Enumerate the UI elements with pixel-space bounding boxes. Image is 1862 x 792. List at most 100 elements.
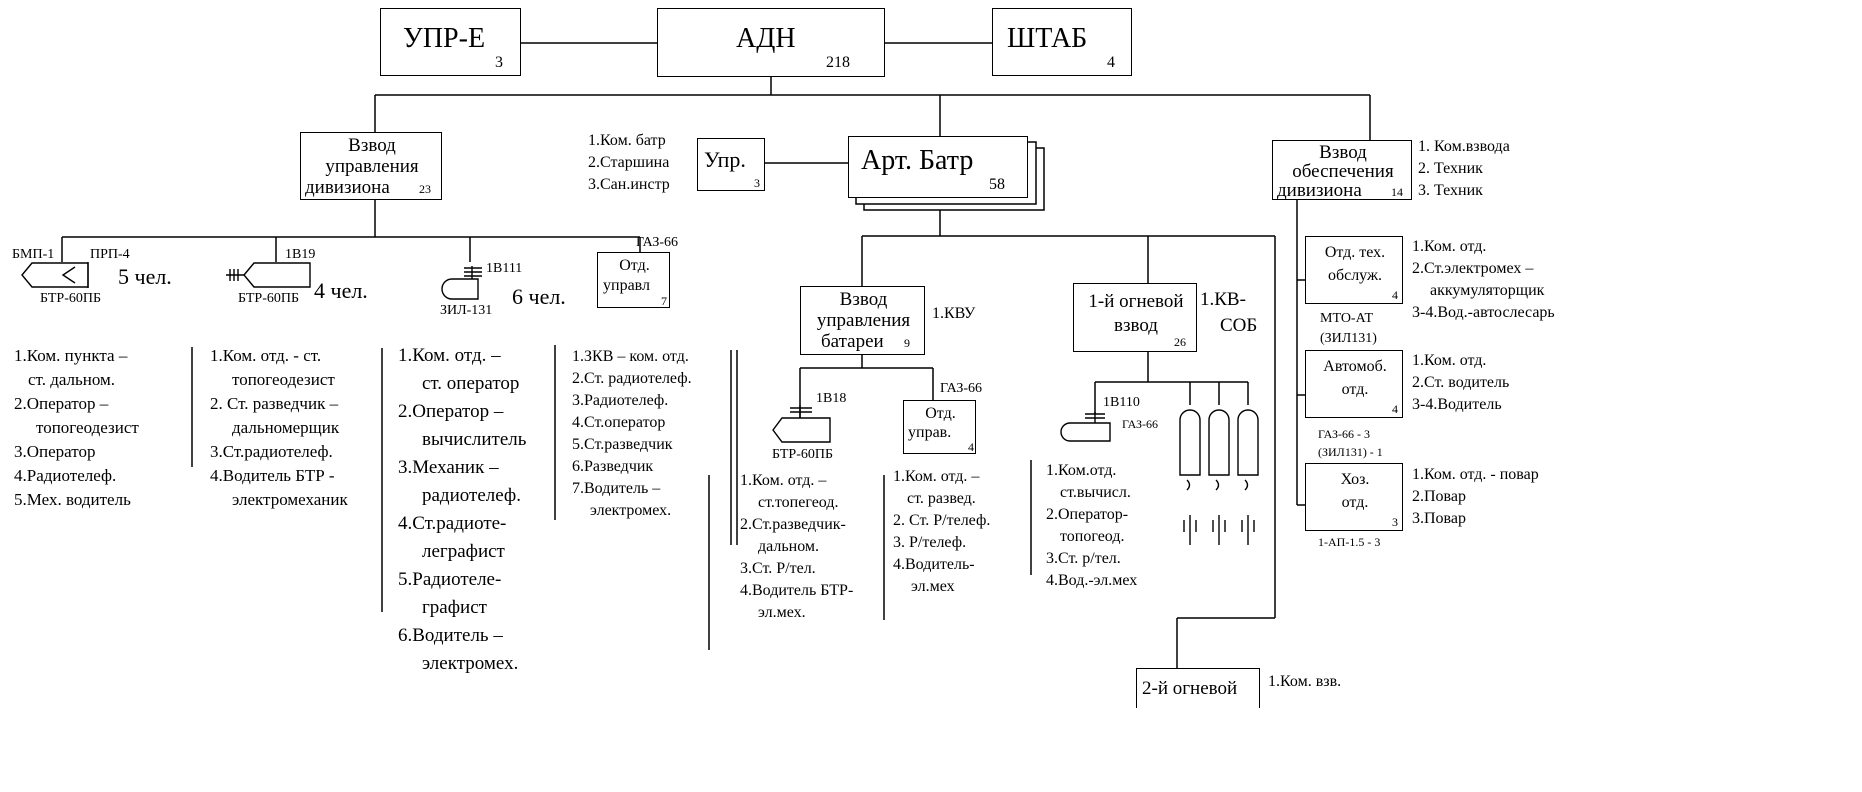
btr-list-item: 5.Мех. водитель — [14, 490, 131, 509]
hoz-list: 1.Ком. отд. - повар 2.Повар 3.Повар — [1412, 464, 1539, 530]
b111-list-item: 3.Механик – — [398, 457, 499, 478]
otd-teh-below-2: (ЗИЛ131) — [1320, 331, 1377, 346]
ogn2-label: 2-й огневой — [1142, 678, 1238, 699]
ogn1-list-item: 3.Ст. р/тел. — [1046, 550, 1121, 567]
b110-vehicle-icon — [1060, 412, 1111, 442]
avtomob-list-item: 2.Ст. водитель — [1412, 374, 1510, 391]
b19-list-item: 4.Водитель БТР - — [210, 466, 335, 485]
b111-list-item: 6.Водитель – — [398, 625, 503, 646]
b18-list-item: 3.Ст. Р/тел. — [740, 560, 816, 577]
ogn1-list-item: ст.вычисл. — [1060, 484, 1131, 501]
otd-upravl-count: 7 — [661, 294, 667, 308]
b111-code: 1В111 — [486, 261, 523, 276]
hoz-line1: Хоз. — [1340, 471, 1370, 488]
btr-list-item: ст. дальном. — [28, 370, 116, 389]
upr-e-box: УПР-Е 3 — [380, 8, 521, 76]
upr-e-count: 3 — [495, 54, 503, 71]
ogn1-count: 26 — [1174, 335, 1186, 349]
ogn1-box: 1-й огневой взвод 26 — [1073, 283, 1197, 352]
b111-list-item: ст. оператор — [422, 373, 520, 394]
btr-list: 1.Ком. пункта – ст. дальном. 2.Оператор … — [14, 344, 139, 512]
otd-uprav2-vehicle: ГАЗ-66 — [940, 381, 983, 396]
ogn1-line1: 1-й огневой — [1088, 291, 1184, 312]
vzvod-upr-div-count: 23 — [419, 182, 431, 196]
otd-upravl-list: 1.ЗКВ – ком. отд. 2.Ст. радиотелеф. 3.Ра… — [572, 346, 692, 522]
otd-upravl-line1: Отд. — [619, 257, 650, 274]
b111-list-item: леграфист — [422, 541, 505, 562]
otd-upravl-list-item: электромех. — [590, 502, 672, 519]
ogn1-line2: взвод — [1114, 315, 1158, 336]
vzvod-obesp-line3: дивизиона — [1277, 180, 1362, 201]
avtomob-line2: отд. — [1341, 381, 1369, 398]
b19-list-item: электромеханик — [232, 490, 348, 509]
ogn1-side-1: 1.КВ- — [1200, 289, 1246, 310]
b19-list-item: 2. Ст. разведчик – — [210, 394, 339, 413]
howitzer-icons — [1179, 409, 1259, 545]
otd-uprav2-list: 1.Ком. отд. – ст. развед. 2. Ст. Р/телеф… — [893, 466, 990, 598]
b111-list-item: радиотелеф. — [422, 485, 521, 506]
otd-uprav2-list-item: ст. развед. — [907, 490, 976, 507]
b18-code: 1В18 — [816, 391, 847, 406]
otd-upravl-list-item: 6.Разведчик — [572, 458, 654, 475]
otd-uprav2-box: Отд. управ. 4 — [903, 400, 976, 454]
btr-list-item: 3.Оператор — [14, 442, 96, 461]
avtomob-list: 1.Ком. отд. 2.Ст. водитель 3-4.Водитель — [1412, 350, 1509, 416]
otd-uprav2-list-item: 3. Р/телеф. — [893, 534, 967, 551]
ogn2-box: 2-й огневой — [1136, 668, 1260, 708]
vzvod-upr-div-box: Взвод управления дивизиона 23 — [300, 132, 442, 200]
hoz-box: Хоз. отд. 3 — [1305, 463, 1403, 531]
otd-upravl-list-item: 1.ЗКВ – ком. отд. — [572, 348, 689, 365]
b111-list-item: графист — [422, 597, 487, 618]
adn-label: АДН — [736, 23, 796, 54]
b110-vehicle: ГАЗ-66 — [1122, 417, 1159, 431]
otd-upravl-list-item: 4.Ст.оператор — [572, 414, 666, 431]
hoz-list-item: 3.Повар — [1412, 510, 1466, 527]
avtomob-box: Автомоб. отд. 4 — [1305, 350, 1403, 418]
avtomob-below-2: (ЗИЛ131) - 1 — [1318, 445, 1383, 459]
b111-list-item: 1.Ком. отд. – — [398, 345, 501, 366]
shtab-label: ШТАБ — [1007, 23, 1088, 54]
vzvod-upr-batr-side: 1.КВУ — [932, 305, 976, 322]
btr-list-item: 2.Оператор – — [14, 394, 109, 413]
vzvod-upr-batr-line3: батареи — [821, 331, 884, 352]
b19-list: 1.Ком. отд. - ст. топогеодезист 2. Ст. р… — [210, 344, 348, 512]
otd-teh-line2: обслуж. — [1327, 267, 1383, 284]
ogn1-list-item: 2.Оператор- — [1046, 506, 1129, 523]
b18-list-item: 1.Ком. отд. – — [740, 472, 827, 489]
upr-box: Упр. 3 — [697, 138, 765, 191]
b111-list-item: 5.Радиотеле- — [398, 569, 502, 590]
otd-upravl-vehicle: ГАЗ-66 — [636, 235, 679, 250]
b111-list-item: вычислитель — [422, 429, 527, 450]
upr-label: Упр. — [704, 147, 746, 172]
btr-list-item: 4.Радиотелеф. — [14, 466, 117, 485]
b19-list-item: 1.Ком. отд. - ст. — [210, 346, 322, 365]
upr-list-item: 1.Ком. батр — [588, 132, 666, 149]
avtomob-count: 4 — [1392, 402, 1398, 416]
vzvod-upr-batr-box: Взвод управления батареи 9 — [800, 286, 925, 355]
vzvod-obesp-box: Взвод обеспечения дивизиона 14 — [1272, 140, 1412, 200]
otd-uprav2-list-item: 1.Ком. отд. – — [893, 468, 980, 485]
b19-list-item: дальномерщик — [232, 418, 340, 437]
ogn1-list: 1.Ком.отд. ст.вычисл. 2.Оператор- топоге… — [1046, 460, 1137, 592]
otd-teh-line1: Отд. тех. — [1324, 244, 1386, 261]
hoz-count: 3 — [1392, 515, 1398, 529]
otd-uprav2-count: 4 — [968, 440, 974, 454]
b18-list-item: 4.Водитель БТР- — [740, 582, 854, 599]
otd-teh-list-item: аккумуляторщик — [1430, 282, 1545, 299]
otd-uprav2-list-item: 2. Ст. Р/телеф. — [893, 512, 991, 529]
otd-teh-count: 4 — [1392, 288, 1398, 302]
ogn1-list-item: 1.Ком.отд. — [1046, 462, 1117, 479]
upr-count: 3 — [754, 176, 760, 190]
upr-list-item: 2.Старшина — [588, 154, 670, 171]
vzvod-obesp-list: 1. Ком.взвода 2. Техник 3. Техник — [1418, 136, 1510, 202]
b18-vehicle: БТР-60ПБ — [772, 447, 834, 462]
bmp-label: БМП-1 — [12, 247, 55, 262]
ogn1-side-2: СОБ — [1220, 315, 1258, 336]
otd-uprav2-line2: управ. — [908, 424, 952, 441]
upr-e-label: УПР-Е — [403, 23, 486, 54]
vzvod-upr-batr-count: 9 — [904, 336, 910, 350]
btr-vehicle-icon — [21, 262, 89, 288]
vzvod-upr-div-line3: дивизиона — [305, 177, 390, 198]
shtab-count: 4 — [1107, 54, 1115, 71]
btr-list-item: 1.Ком. пункта – — [14, 346, 128, 365]
